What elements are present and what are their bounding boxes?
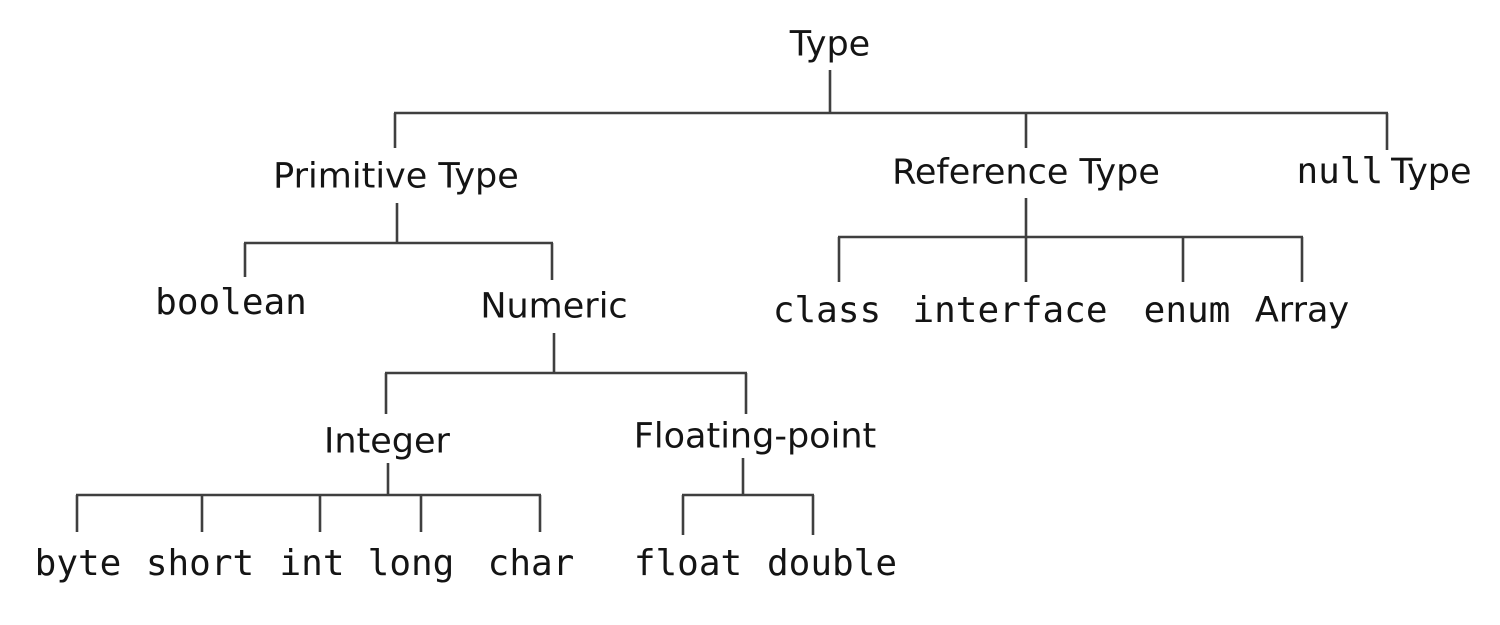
tree-node-label: byte [34, 543, 122, 584]
tree-node-enum: enum [1144, 293, 1231, 329]
tree-node-char: char [488, 546, 575, 582]
tree-node-label: interface [912, 290, 1108, 331]
tree-node-label: class [772, 290, 882, 331]
tree-node-label: Type [789, 24, 871, 65]
tree-node-label: long [367, 543, 455, 584]
tree-node-label: int [279, 543, 345, 584]
tree-node-primitive-type: Primitive Type [273, 156, 519, 197]
tree-node-label: Array [1254, 290, 1350, 331]
tree-node-reference-type: Reference Type [892, 152, 1160, 193]
tree-node-label: enum [1143, 290, 1231, 331]
tree-node-array: Array [1254, 290, 1350, 331]
tree-node-double: double [767, 546, 897, 582]
tree-node-label: short [145, 543, 255, 584]
tree-node-label: Integer [324, 421, 450, 462]
tree-node-label: boolean [155, 282, 307, 323]
tree-node-long: long [368, 546, 455, 582]
tree-node-label: Reference Type [892, 152, 1160, 193]
tree-node-label: double [766, 543, 898, 584]
tree-node-label: Floating-point [633, 416, 877, 457]
tree-node-short: short [146, 546, 254, 582]
tree-node-float: float [634, 546, 742, 582]
tree-node-label: Primitive Type [273, 156, 519, 197]
tree-node-floating-point: Floating-point [633, 416, 877, 457]
tree-node-numeric: Numeric [480, 286, 628, 327]
tree-node-label: Numeric [480, 286, 628, 327]
tree-node-label: char [487, 543, 575, 584]
tree-node-label: null [1296, 151, 1384, 192]
tree-node-label: float [633, 543, 743, 584]
tree-node-byte: byte [35, 546, 122, 582]
tree-node-label: Type [1391, 152, 1472, 192]
tree-node-class: class [773, 293, 881, 329]
tree-node-type: Type [789, 24, 871, 65]
tree-node-integer: Integer [324, 421, 450, 462]
tree-node-boolean: boolean [155, 285, 307, 321]
tree-node-int: int [279, 546, 344, 582]
tree-node-interface: interface [912, 293, 1107, 329]
